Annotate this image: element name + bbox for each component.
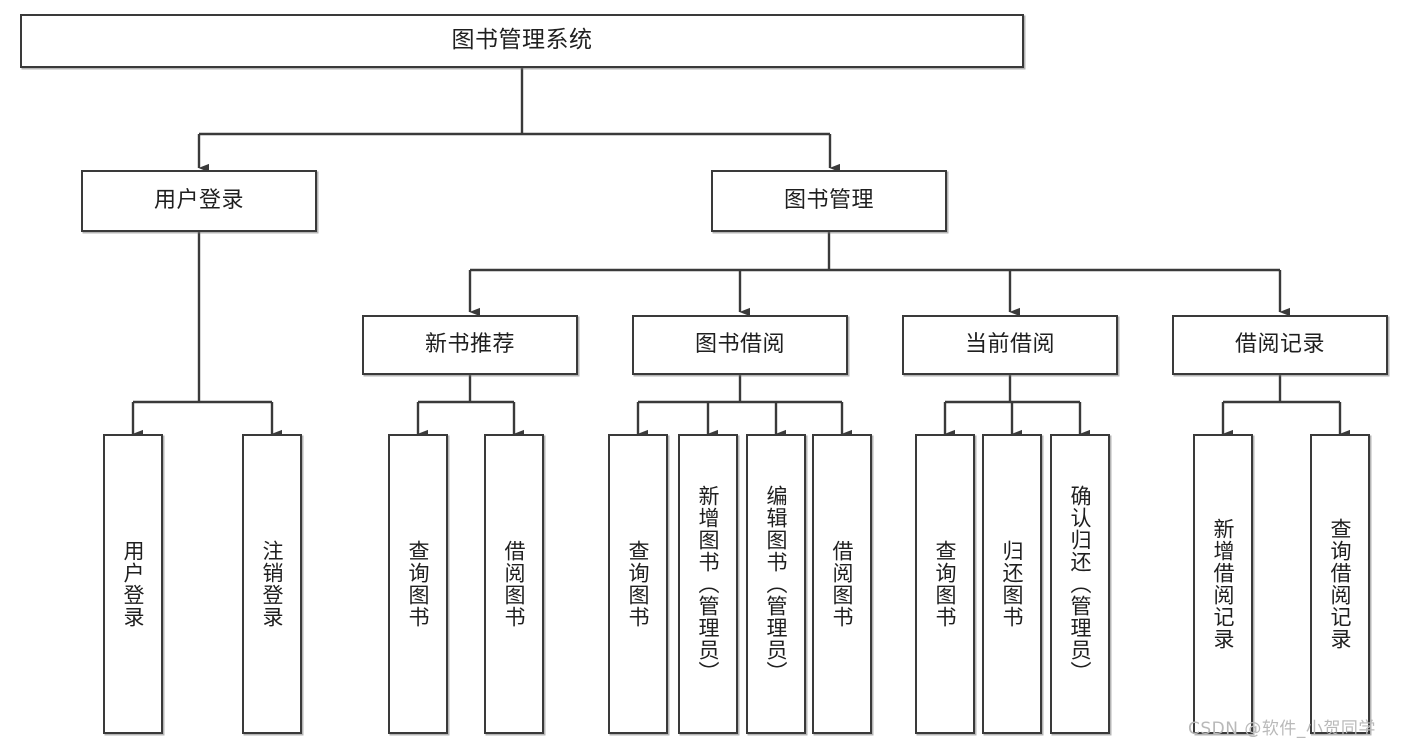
leaf-logout[interactable]: 注销登录 bbox=[242, 434, 302, 734]
node-label: 当前借阅 bbox=[964, 331, 1055, 357]
node-label: 图书管理系统 bbox=[451, 27, 593, 54]
node-label: 确认归还（管理员） bbox=[1068, 485, 1093, 683]
leaf-add-borrowing-record[interactable]: 新增借阅记录 bbox=[1193, 434, 1253, 734]
node-label: 注销登录 bbox=[260, 540, 285, 628]
node-label: 新增图书（管理员） bbox=[696, 485, 721, 683]
leaf-confirm-return-admin[interactable]: 确认归还（管理员） bbox=[1050, 434, 1110, 734]
leaf-edit-book-admin[interactable]: 编辑图书（管理员） bbox=[746, 434, 806, 734]
leaf-add-book-admin[interactable]: 新增图书（管理员） bbox=[678, 434, 738, 734]
node-label: 图书借阅 bbox=[694, 331, 785, 357]
node-label: 用户登录 bbox=[153, 187, 244, 213]
leaf-query-book-borrowing[interactable]: 查询图书 bbox=[608, 434, 668, 734]
node-root-book-management-system[interactable]: 图书管理系统 bbox=[20, 14, 1024, 68]
node-label: 借阅记录 bbox=[1234, 331, 1325, 357]
leaf-return-book[interactable]: 归还图书 bbox=[982, 434, 1042, 734]
node-label: 归还图书 bbox=[1000, 540, 1025, 628]
node-label: 编辑图书（管理员） bbox=[764, 485, 789, 683]
node-book-borrowing[interactable]: 图书借阅 bbox=[632, 315, 848, 375]
node-label: 新增借阅记录 bbox=[1211, 518, 1236, 650]
node-label: 借阅图书 bbox=[502, 540, 527, 628]
node-new-book-recommendation[interactable]: 新书推荐 bbox=[362, 315, 578, 375]
leaf-query-book-recommendation[interactable]: 查询图书 bbox=[388, 434, 448, 734]
node-label: 查询图书 bbox=[626, 540, 651, 628]
node-label: 借阅图书 bbox=[830, 540, 855, 628]
node-current-borrowing[interactable]: 当前借阅 bbox=[902, 315, 1118, 375]
leaf-borrow-book-recommendation[interactable]: 借阅图书 bbox=[484, 434, 544, 734]
leaf-query-borrowing-record[interactable]: 查询借阅记录 bbox=[1310, 434, 1370, 734]
node-label: 查询借阅记录 bbox=[1328, 518, 1353, 650]
node-book-management[interactable]: 图书管理 bbox=[711, 170, 947, 232]
node-label: 查询图书 bbox=[406, 540, 431, 628]
node-label: 图书管理 bbox=[783, 187, 874, 213]
leaf-borrow-book[interactable]: 借阅图书 bbox=[812, 434, 872, 734]
node-label: 用户登录 bbox=[121, 540, 146, 628]
node-label: 新书推荐 bbox=[424, 331, 515, 357]
leaf-query-book-current[interactable]: 查询图书 bbox=[915, 434, 975, 734]
node-borrowing-records[interactable]: 借阅记录 bbox=[1172, 315, 1388, 375]
leaf-user-login[interactable]: 用户登录 bbox=[103, 434, 163, 734]
node-label: 查询图书 bbox=[933, 540, 958, 628]
node-user-login[interactable]: 用户登录 bbox=[81, 170, 317, 232]
